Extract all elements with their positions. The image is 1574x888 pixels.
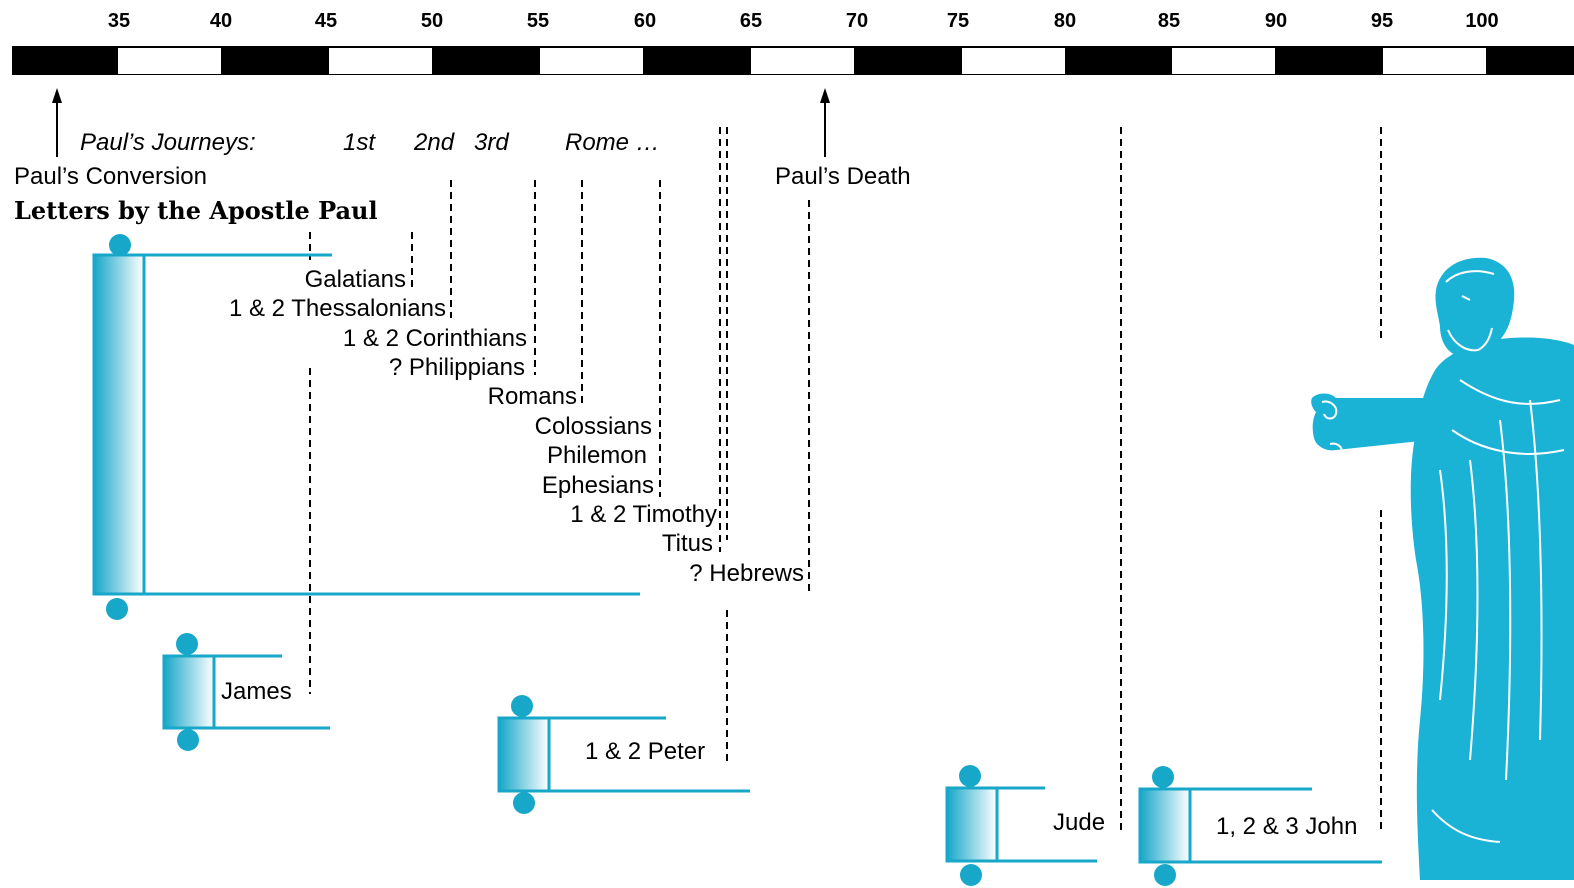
timeline-segment-light	[1383, 48, 1486, 74]
john-scroll: 1, 2 & 3 John	[1140, 766, 1382, 886]
journey-second: 2nd	[413, 129, 455, 156]
tick-label: 85	[1158, 10, 1180, 32]
scroll-knob-top-icon	[176, 633, 198, 655]
letter-label: ? Philippians	[389, 354, 525, 381]
peter-label: 1 & 2 Peter	[585, 738, 705, 765]
tick-label: 35	[108, 10, 130, 32]
letter-label: Titus	[662, 530, 713, 557]
timeline-segment-light	[540, 48, 643, 74]
james-scroll: James	[164, 633, 330, 751]
journey-first: 1st	[343, 129, 376, 156]
jude-scroll: Jude	[947, 765, 1105, 886]
scroll-knob-bottom-icon	[177, 729, 199, 751]
tick-label: 90	[1265, 10, 1287, 32]
event-labels: Paul’s Conversion Paul’s Death	[14, 163, 911, 190]
john-label: 1, 2 & 3 John	[1216, 813, 1357, 840]
tick-label: 95	[1371, 10, 1393, 32]
timeline-segment-light	[118, 48, 221, 74]
journey-rome: Rome …	[565, 129, 660, 156]
tick-label: 70	[846, 10, 868, 32]
timeline-segment-light	[962, 48, 1065, 74]
conversion-label: Paul’s Conversion	[14, 163, 207, 190]
jude-label: Jude	[1053, 809, 1105, 836]
scroll-knob-bottom-icon	[106, 598, 128, 620]
journeys-row: Paul’s Journeys: 1st 2nd 3rd Rome …	[80, 129, 660, 156]
scroll-roll	[499, 718, 549, 791]
journeys-label: Paul’s Journeys:	[80, 129, 256, 156]
scroll-knob-top-icon	[109, 234, 131, 256]
apostle-figure-illustration	[1311, 258, 1574, 880]
death-label: Paul’s Death	[775, 163, 911, 190]
scroll-knob-bottom-icon	[1154, 864, 1176, 886]
tick-label: 75	[947, 10, 969, 32]
letter-label: Galatians	[305, 266, 406, 293]
scroll-roll	[947, 788, 997, 861]
tick-label: 65	[740, 10, 762, 32]
letter-label: Ephesians	[542, 472, 654, 499]
tick-label: 80	[1054, 10, 1076, 32]
tick-label: 40	[210, 10, 232, 32]
section-title: Letters by the Apostle Paul	[14, 196, 378, 225]
tick-label: 100	[1465, 10, 1498, 32]
date-lines	[310, 127, 1381, 834]
letter-label: Philemon	[547, 442, 647, 469]
timeline-bar	[12, 46, 1574, 75]
scroll-roll	[94, 255, 144, 594]
timeline-tick-labels: 35 40 45 50 55 60 65 70 75 80 85 90 95 1…	[108, 10, 1499, 32]
letter-label: 1 & 2 Thessalonians	[229, 295, 446, 322]
scroll-knob-top-icon	[1152, 766, 1174, 788]
tick-label: 55	[527, 10, 549, 32]
conversion-arrow-head-icon	[52, 88, 62, 103]
timeline-segment-light	[751, 48, 854, 74]
tick-label: 50	[421, 10, 443, 32]
timeline-segment-light	[329, 48, 432, 74]
letter-label: Romans	[488, 383, 577, 410]
scroll-knob-top-icon	[511, 695, 533, 717]
tick-label: 60	[634, 10, 656, 32]
journey-third: 3rd	[474, 129, 509, 156]
timeline-segment-light	[1172, 48, 1275, 74]
scroll-knob-bottom-icon	[513, 792, 535, 814]
death-arrow-head-icon	[820, 88, 830, 103]
letter-label: 1 & 2 Corinthians	[343, 325, 527, 352]
peter-scroll: 1 & 2 Peter	[499, 695, 750, 814]
letter-label: ? Hebrews	[689, 560, 804, 587]
scroll-knob-bottom-icon	[960, 864, 982, 886]
tick-label: 45	[315, 10, 337, 32]
scroll-roll	[164, 656, 214, 728]
scroll-knob-top-icon	[959, 765, 981, 787]
pauline-letter-list: Galatians 1 & 2 Thessalonians 1 & 2 Cori…	[229, 266, 804, 587]
james-label: James	[221, 678, 292, 705]
scroll-roll	[1140, 789, 1190, 862]
letter-label: Colossians	[535, 413, 652, 440]
letter-label: 1 & 2 Timothy	[570, 501, 717, 528]
